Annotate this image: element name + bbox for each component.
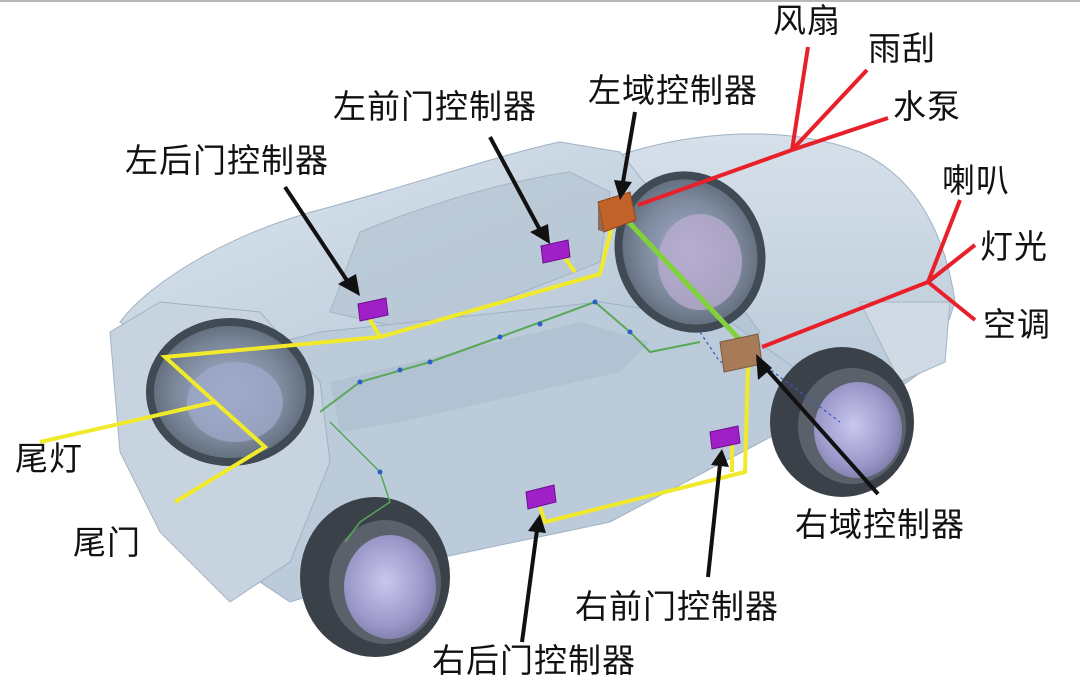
front-left-wheel-well <box>614 171 766 333</box>
label-lights: 灯光 <box>980 227 1048 266</box>
label-fan: 风扇 <box>773 1 841 40</box>
label-left-zone-controller: 左域控制器 <box>588 71 758 110</box>
label-right-front-door-controller: 右前门控制器 <box>575 587 779 626</box>
right-rear-door-controller <box>525 484 557 510</box>
rear-right-wheel <box>300 497 450 657</box>
label-tail-light: 尾灯 <box>15 439 83 478</box>
label-water-pump: 水泵 <box>893 87 961 126</box>
label-right-rear-door-controller: 右后门控制器 <box>432 641 636 680</box>
label-tailgate: 尾门 <box>73 523 141 562</box>
left-harness-yellow <box>39 221 615 504</box>
front-right-wheel <box>770 347 914 497</box>
left-zone-red-harness <box>637 46 889 207</box>
right-zone-red-harness <box>761 199 977 349</box>
label-air-conditioning: 空调 <box>983 305 1051 344</box>
label-horn: 喇叭 <box>942 161 1010 200</box>
backbone-link <box>620 213 744 344</box>
rear-wheel-well <box>146 318 314 466</box>
left-rear-door-controller <box>357 297 389 322</box>
leader-arrows <box>283 111 880 643</box>
internal-wiring <box>319 299 841 543</box>
label-wiper: 雨刮 <box>868 29 936 68</box>
left-front-door-controller <box>540 239 571 264</box>
door-controllers <box>357 239 741 510</box>
label-right-zone-controller: 右域控制器 <box>795 505 965 544</box>
label-left-rear-door-controller: 左后门控制器 <box>125 141 329 180</box>
right-harness-yellow <box>538 366 750 525</box>
right-front-door-controller <box>709 425 741 450</box>
label-left-front-door-controller: 左前门控制器 <box>333 87 537 126</box>
